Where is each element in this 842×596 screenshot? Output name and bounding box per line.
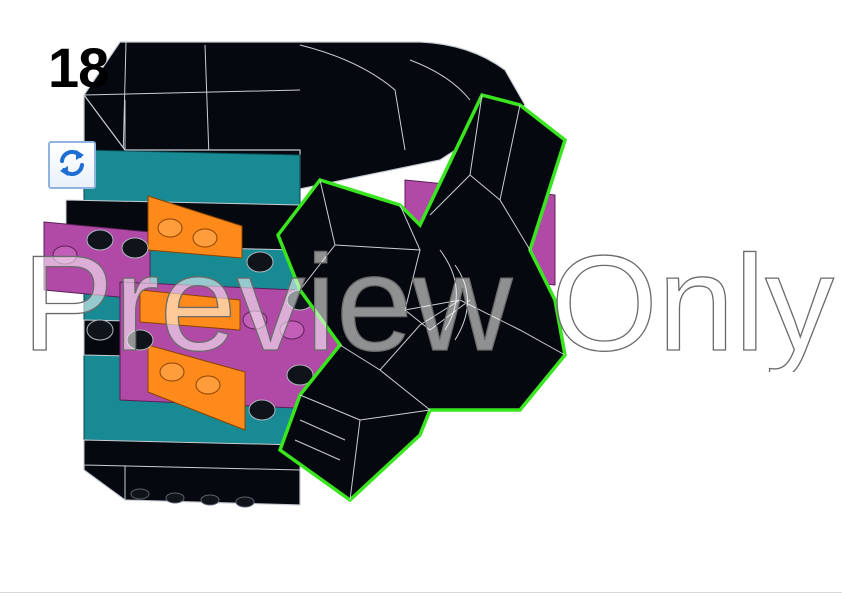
rotate-view-button[interactable] <box>48 141 96 189</box>
page-bottom-border <box>0 592 842 593</box>
new-part-highlight <box>276 92 568 503</box>
orange-plate-upper <box>147 195 243 259</box>
step-number: 18 <box>48 36 109 99</box>
rotate-refresh-icon <box>54 145 90 186</box>
orange-plate-middle <box>139 289 241 331</box>
